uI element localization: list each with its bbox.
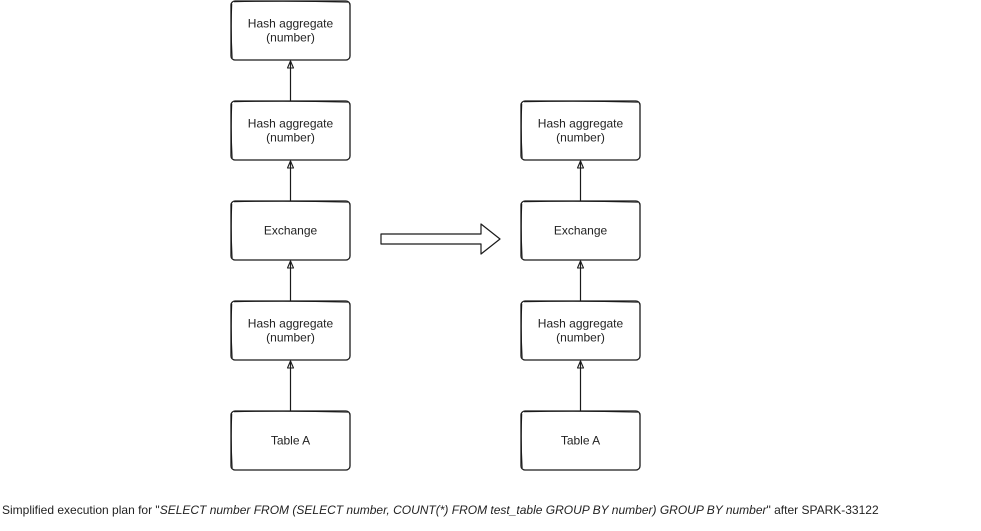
node-sketch-stroke: [230, 410, 349, 469]
node-label-line: Hash aggregate: [538, 117, 624, 131]
plan-node-l-hash-aggregate-outer-partial: Hash aggregate(number): [230, 100, 351, 161]
plan-before: Hash aggregate(number)Hash aggregate(num…: [230, 0, 351, 471]
node-label-line: (number): [266, 131, 315, 145]
edge-arrowhead: [286, 360, 295, 369]
node-sketch-stroke: [520, 100, 639, 159]
plan-edge: [286, 360, 295, 411]
plan-node-l-table-a: Table A: [230, 410, 351, 471]
plan-node-l-hash-aggregate-partial: Hash aggregate(number): [230, 300, 351, 361]
plan-node-l-exchange: Exchange: [230, 200, 351, 261]
node-sketch-stroke: [520, 200, 639, 259]
node-label-line: Hash aggregate: [248, 17, 334, 31]
plan-edge: [576, 160, 585, 201]
plan-node-r-exchange: Exchange: [520, 200, 641, 261]
edge-arrowhead: [576, 360, 585, 369]
node-label-line: Hash aggregate: [248, 317, 334, 331]
plan-edge: [286, 160, 295, 201]
node-label-line: Hash aggregate: [538, 317, 624, 331]
edge-arrowhead: [576, 260, 585, 269]
node-label-line: (number): [266, 31, 315, 45]
caption-query: SELECT number FROM (SELECT number, COUNT…: [159, 503, 767, 517]
plan-node-r-table-a: Table A: [520, 410, 641, 471]
transformation-arrow: [380, 223, 501, 255]
figure-caption: Simplified execution plan for "SELECT nu…: [2, 502, 879, 518]
node-sketch-stroke: [230, 200, 349, 259]
node-sketch-stroke: [230, 100, 349, 159]
node-sketch-stroke: [520, 300, 639, 359]
node-sketch-stroke: [520, 410, 639, 469]
edge-arrowhead: [576, 160, 585, 169]
node-label-line: (number): [556, 331, 605, 345]
plan-edge: [576, 260, 585, 301]
plan-node-r-hash-aggregate-final: Hash aggregate(number): [520, 100, 641, 161]
plan-node-l-hash-aggregate-final: Hash aggregate(number): [230, 0, 351, 61]
node-sketch-stroke: [230, 0, 349, 59]
edge-arrowhead: [286, 160, 295, 169]
plan-edge: [286, 60, 295, 101]
node-label-line: Exchange: [264, 224, 318, 238]
node-label-line: Table A: [561, 434, 600, 448]
plan-node-r-hash-aggregate-partial: Hash aggregate(number): [520, 300, 641, 361]
node-label-line: (number): [556, 131, 605, 145]
edge-arrowhead: [286, 60, 295, 69]
edge-arrowhead: [286, 260, 295, 269]
node-label-line: (number): [266, 331, 315, 345]
execution-plan-diagram: Hash aggregate(number)Hash aggregate(num…: [230, 0, 641, 471]
node-label-line: Table A: [271, 434, 310, 448]
node-label-line: Hash aggregate: [248, 117, 334, 131]
caption-suffix: " after SPARK-33122: [766, 503, 879, 517]
plan-edge: [576, 360, 585, 411]
caption-prefix: Simplified execution plan for ": [2, 503, 160, 517]
plan-edge: [286, 260, 295, 301]
node-label-line: Exchange: [554, 224, 608, 238]
node-sketch-stroke: [230, 300, 349, 359]
